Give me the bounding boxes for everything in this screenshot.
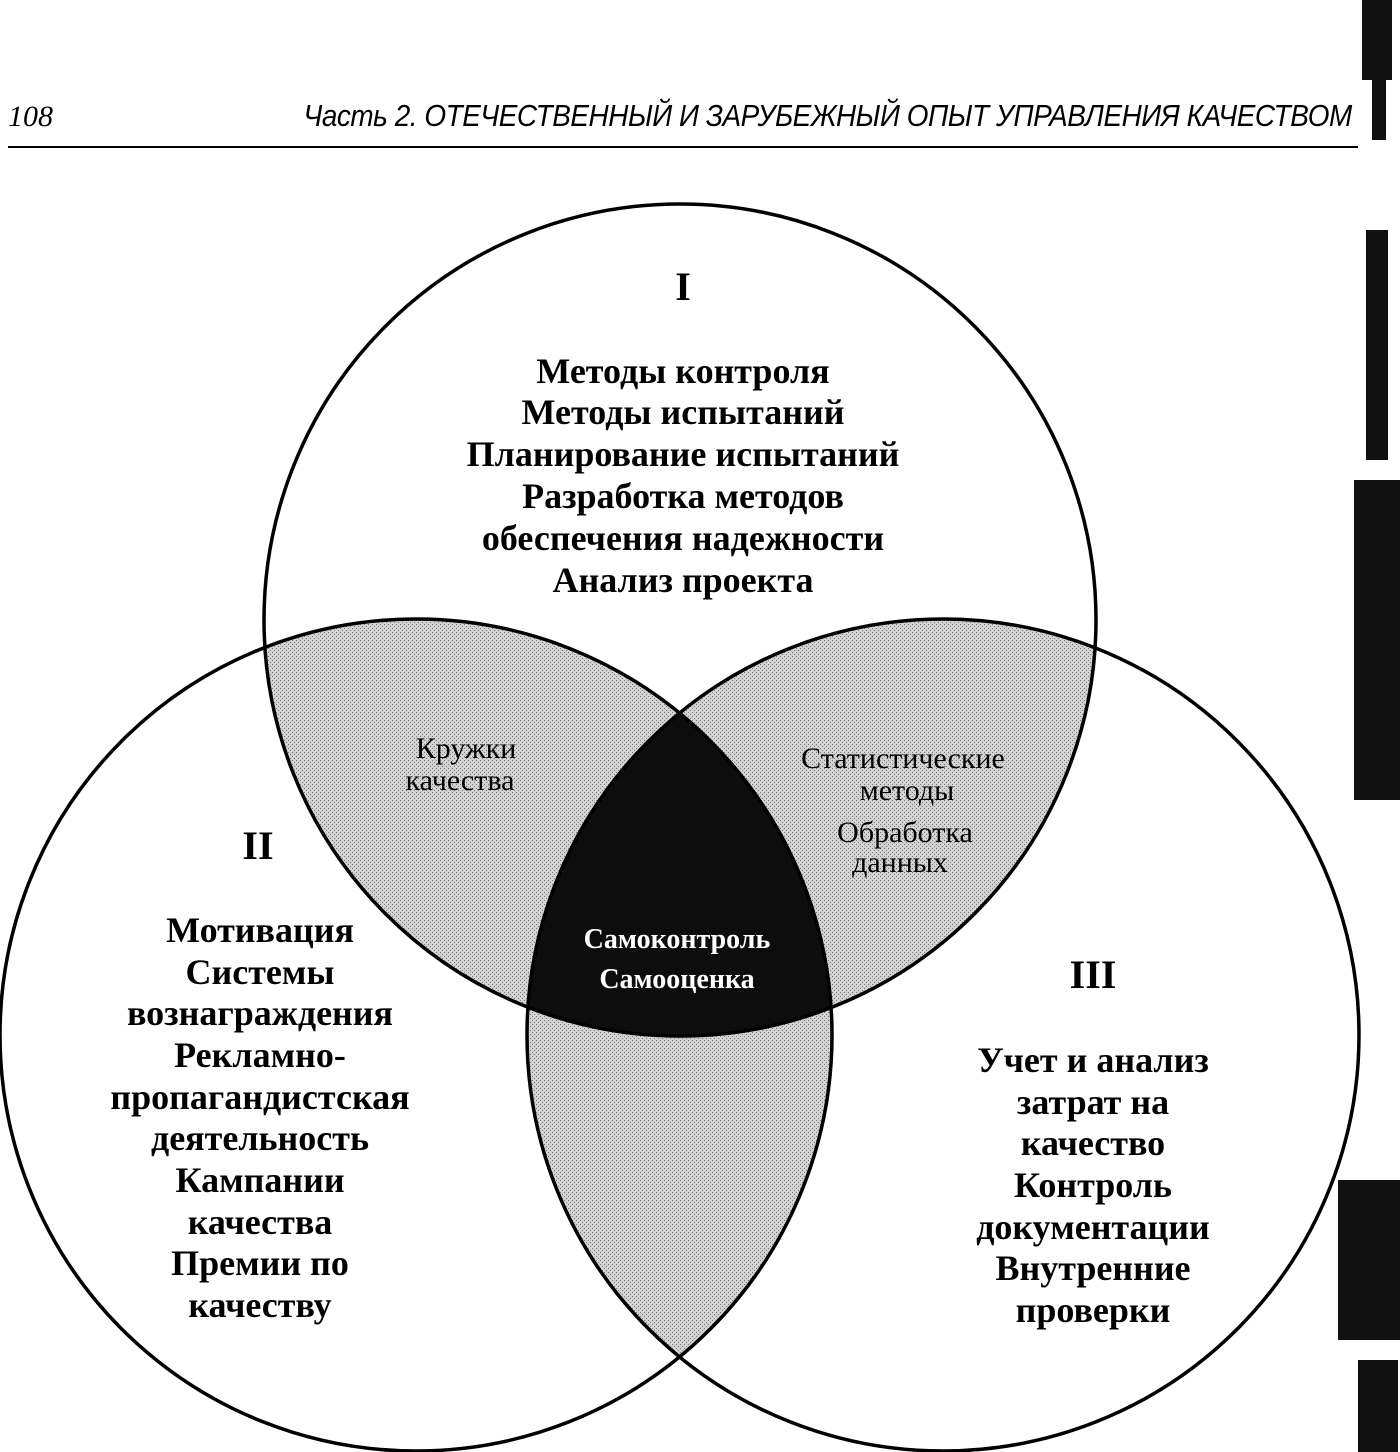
circle-2-item: качеству bbox=[188, 1285, 331, 1325]
circle-2-item: Кампании bbox=[175, 1160, 344, 1200]
center-label: Самооценка bbox=[599, 964, 754, 995]
circle-1-item: Планирование испытаний bbox=[467, 434, 900, 474]
overlap-1-3-label: Обработка bbox=[837, 816, 973, 849]
circle-3-item: документации bbox=[976, 1207, 1210, 1247]
running-head: Часть 2. ОТЕЧЕСТВЕННЫЙ И ЗАРУБЕЖНЫЙ ОПЫТ… bbox=[303, 98, 1353, 133]
overlap-1-3-label: данных bbox=[852, 846, 948, 879]
center-label: Самоконтроль bbox=[584, 924, 771, 955]
circle-1-item: Методы испытаний bbox=[522, 392, 845, 432]
page-header: 108 Часть 2. ОТЕЧЕСТВЕННЫЙ И ЗАРУБЕЖНЫЙ … bbox=[0, 0, 1400, 160]
circle-1 bbox=[262, 202, 1098, 1038]
circle-2-item: качества bbox=[188, 1202, 333, 1242]
circle-2-item: Системы bbox=[185, 952, 334, 992]
circle-1-item: Анализ проекта bbox=[552, 560, 813, 600]
circle-3-item: Учет и анализ bbox=[977, 1040, 1209, 1080]
circle-1-numeral: I bbox=[675, 264, 691, 309]
scan-edge-mark bbox=[1366, 230, 1388, 460]
overlap-center-region bbox=[527, 619, 832, 1036]
circle-3 bbox=[525, 617, 1361, 1452]
circle-1-item: обеспечения надежности bbox=[482, 518, 884, 558]
scan-edge-mark bbox=[1354, 480, 1400, 800]
overlap-1-3-label: Статистические bbox=[801, 742, 1005, 775]
circle-2-item: Рекламно- bbox=[174, 1035, 346, 1075]
overlap-1-3-label: методы bbox=[860, 774, 955, 807]
circle-1-item: Методы контроля bbox=[536, 351, 829, 391]
circle-3-item: Внутренние bbox=[995, 1248, 1190, 1288]
circle-2-item: вознаграждения bbox=[127, 993, 393, 1033]
circle-3-numeral: III bbox=[1070, 952, 1117, 997]
header-rule bbox=[8, 146, 1358, 148]
circle-2-item: пропагандистская bbox=[110, 1077, 409, 1117]
scan-edge-mark bbox=[1338, 1180, 1400, 1340]
circle-3-item: Контроль bbox=[1014, 1165, 1172, 1205]
circle-3-item: качество bbox=[1021, 1123, 1165, 1163]
scan-edge-mark bbox=[1372, 80, 1386, 140]
circle-3-item: проверки bbox=[1016, 1290, 1171, 1330]
circle-2-item: деятельность bbox=[151, 1118, 369, 1158]
scan-edge-mark bbox=[1362, 0, 1392, 80]
overlap-1-2-label: Кружки bbox=[416, 732, 517, 765]
overlap-1-2-label: качества bbox=[406, 764, 515, 797]
circle-2-item: Премии по bbox=[171, 1243, 349, 1283]
circle-1-item: Разработка методов bbox=[522, 476, 844, 516]
page-number: 108 bbox=[8, 100, 53, 133]
circle-2-item: Мотивация bbox=[166, 910, 354, 950]
circle-2 bbox=[0, 617, 834, 1452]
scan-edge-mark bbox=[1358, 1360, 1398, 1452]
circle-3-item: затрат на bbox=[1017, 1082, 1169, 1122]
circle-2-numeral: II bbox=[242, 823, 273, 868]
